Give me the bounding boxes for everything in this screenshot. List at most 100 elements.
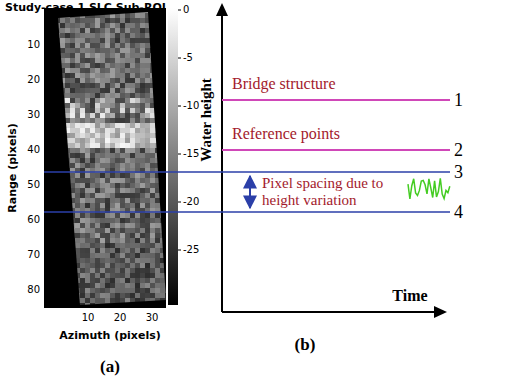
pixel <box>105 243 110 248</box>
pixel <box>145 203 150 208</box>
pixel <box>60 73 65 78</box>
pixel <box>80 83 85 88</box>
pixel <box>140 103 145 108</box>
pixel <box>65 118 70 123</box>
pixel <box>95 233 100 238</box>
tick <box>178 10 181 11</box>
pixel <box>70 98 75 103</box>
pixel <box>120 193 125 198</box>
pixel <box>130 13 135 18</box>
pixel <box>145 288 150 293</box>
pixel <box>135 108 140 113</box>
pixel <box>75 193 80 198</box>
pixel <box>110 78 115 83</box>
pixel <box>60 63 65 68</box>
pixel <box>125 223 130 228</box>
pixel <box>110 183 115 188</box>
pixel <box>160 258 165 263</box>
colorbar-label: 0 <box>183 4 189 16</box>
panel-label: (b) <box>295 335 316 355</box>
pixel <box>70 183 75 188</box>
pixel <box>155 23 160 28</box>
pixel <box>100 93 105 98</box>
pixel <box>150 48 155 53</box>
pixel <box>85 138 90 143</box>
pixel <box>50 48 55 53</box>
pixel <box>60 78 65 83</box>
pixel <box>50 218 55 223</box>
pixel <box>75 133 80 138</box>
pixel <box>100 173 105 178</box>
pixel <box>105 233 110 238</box>
pixel <box>80 113 85 118</box>
pixel <box>90 218 95 223</box>
pixel <box>145 113 150 118</box>
pixel <box>70 213 75 218</box>
pixel <box>60 23 65 28</box>
pixel <box>55 238 60 243</box>
pixel <box>155 163 160 168</box>
pixel <box>140 108 145 113</box>
pixel <box>135 188 140 193</box>
pixel <box>125 228 130 233</box>
pixel <box>115 203 120 208</box>
pixel <box>150 263 155 268</box>
pixel <box>100 68 105 73</box>
pixel <box>140 258 145 263</box>
pixel <box>160 68 165 73</box>
pixel <box>55 148 60 153</box>
pixel <box>145 108 150 113</box>
pixel <box>100 283 105 288</box>
pixel <box>140 88 145 93</box>
pixel <box>115 258 120 263</box>
pixel <box>55 113 60 118</box>
pixel <box>90 183 95 188</box>
pixel <box>115 128 120 133</box>
pixel <box>125 123 130 128</box>
pixel <box>55 298 60 303</box>
pixel <box>65 188 70 193</box>
pixel <box>130 248 135 253</box>
pixel <box>100 243 105 248</box>
pixel <box>145 123 150 128</box>
pixel <box>85 278 90 283</box>
pixel <box>75 278 80 283</box>
pixel <box>85 228 90 233</box>
pixel <box>100 278 105 283</box>
pixel <box>95 143 100 148</box>
pixel <box>85 203 90 208</box>
pixel <box>65 133 70 138</box>
pixel <box>150 58 155 63</box>
pixel <box>110 138 115 143</box>
pixel <box>115 113 120 118</box>
pixel <box>130 88 135 93</box>
pixel <box>130 213 135 218</box>
pixel <box>75 38 80 43</box>
pixel <box>110 28 115 33</box>
pixel <box>125 58 130 63</box>
pixel <box>70 238 75 243</box>
tick <box>44 185 47 186</box>
pixel <box>70 268 75 273</box>
pixel <box>140 93 145 98</box>
pixel <box>140 158 145 163</box>
pixel <box>65 113 70 118</box>
pixel <box>55 83 60 88</box>
pixel <box>50 268 55 273</box>
pixel <box>160 23 165 28</box>
pixel <box>50 143 55 148</box>
pixel <box>150 78 155 83</box>
pixel <box>50 118 55 123</box>
pixel <box>155 173 160 178</box>
pixel <box>160 148 165 153</box>
pixel <box>75 108 80 113</box>
pixel <box>105 93 110 98</box>
pixel <box>85 98 90 103</box>
pixel <box>145 303 150 308</box>
pixel <box>135 113 140 118</box>
pixel <box>65 53 70 58</box>
pixel <box>85 173 90 178</box>
pixel <box>105 68 110 73</box>
pixel <box>130 68 135 73</box>
pixel <box>120 218 125 223</box>
